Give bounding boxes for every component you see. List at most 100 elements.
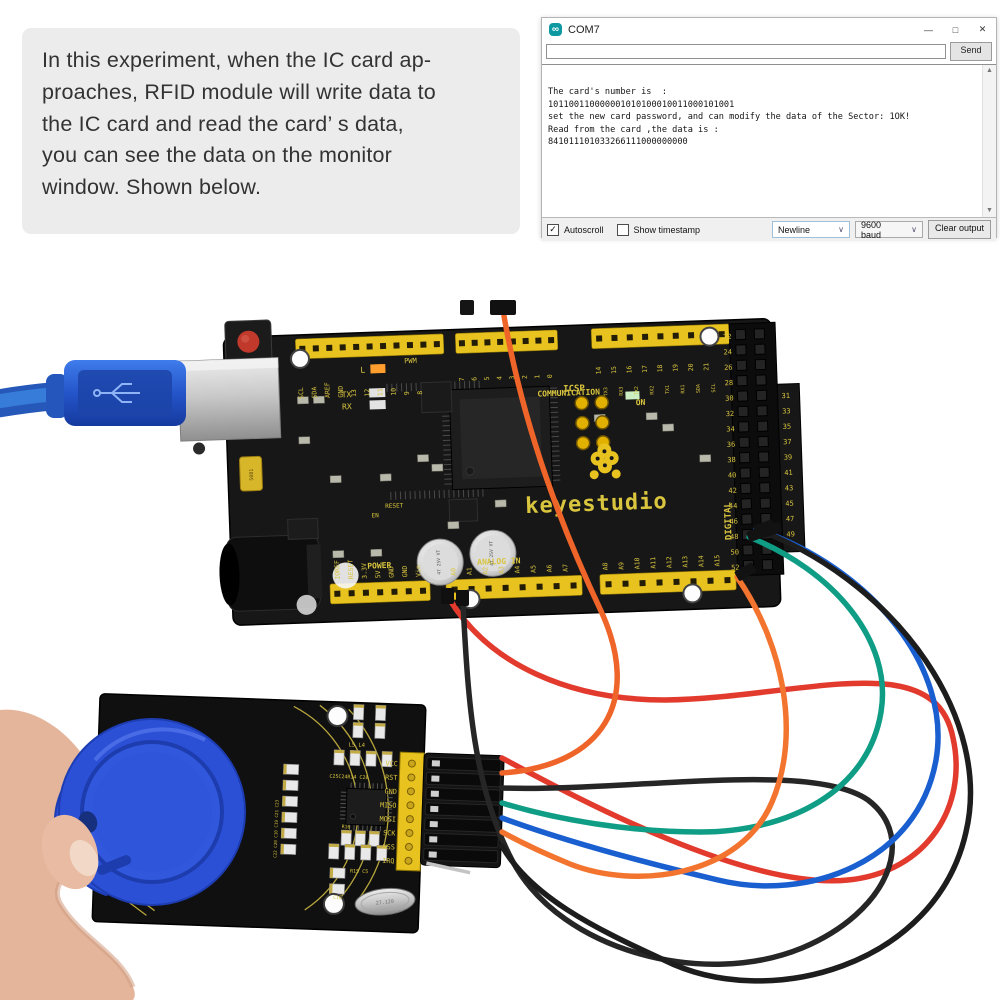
autoscroll-checkbox[interactable]: ✓	[547, 223, 559, 236]
pin-label: TX1	[665, 385, 671, 394]
pin-label: 26	[724, 364, 733, 372]
pin-label: 44	[729, 502, 738, 510]
usb-serial-chip	[420, 381, 453, 414]
mounting-hole	[322, 892, 345, 915]
crimp-glint	[430, 790, 439, 797]
send-button[interactable]: Send	[950, 42, 992, 61]
smd-cap-end	[283, 764, 287, 775]
clear-output-button[interactable]: Clear output	[927, 220, 991, 239]
power-label: POWER	[367, 561, 392, 571]
crimp-glint	[428, 851, 437, 858]
pin-label: 2	[521, 375, 529, 379]
digital-label: DIGITAL	[723, 501, 734, 540]
pin-hole	[471, 339, 478, 346]
pin-label: A7	[561, 564, 569, 572]
pin-label: 43	[785, 484, 794, 492]
pin-label: RX3	[619, 387, 625, 396]
maximize-button[interactable]: □	[952, 24, 959, 35]
pin-label: 13	[350, 389, 358, 397]
pin-label: A8	[601, 562, 609, 570]
pin-hole	[405, 588, 412, 595]
pin-hole	[484, 339, 491, 346]
pin-label: 31	[781, 392, 790, 400]
wire-plug	[734, 562, 757, 581]
smd-component	[370, 548, 383, 557]
crystal-label: 27.120	[376, 899, 395, 907]
serial-output-line: Read from the card ,the data is :	[548, 124, 719, 135]
header-socket	[739, 451, 751, 464]
pin-hole	[522, 337, 529, 345]
pin-hole	[536, 583, 543, 590]
smd-cap-end	[355, 830, 366, 834]
pin-label: A1	[465, 567, 473, 575]
close-button[interactable]: ✕	[978, 24, 987, 34]
serial-output-line: set the new card password, and can modif…	[548, 112, 911, 123]
glare	[332, 562, 359, 589]
scrollbar[interactable]: ▲ ▼	[982, 65, 996, 217]
pin-label: 14	[594, 366, 602, 374]
smd-cap-end	[281, 812, 286, 823]
rfid-pin-pad	[404, 842, 413, 851]
smd-cap-end	[360, 844, 372, 849]
minimize-button[interactable]: —	[924, 24, 933, 35]
serial-output-line: 101100110000001010100010011000101001	[548, 99, 735, 110]
baud-rate-dropdown[interactable]: 9600 baud ∨	[854, 220, 923, 240]
smd-component	[431, 463, 444, 472]
pin-hole	[348, 590, 355, 597]
keyestudio-logo-text: keyestudio	[525, 489, 668, 519]
scroll-up-arrow[interactable]: ▲	[986, 67, 993, 74]
smd-cap-end	[280, 844, 284, 855]
smd-cap-end	[281, 828, 285, 839]
pin-label: A12	[665, 556, 673, 568]
pin-label: A5	[529, 565, 537, 573]
pin-hole	[642, 333, 649, 340]
smd-cap-end	[382, 751, 393, 755]
pin-label: 45	[785, 500, 794, 508]
line-ending-dropdown[interactable]: Newline ∨	[771, 221, 850, 238]
usb-strain-relief	[46, 374, 68, 418]
header-socket	[761, 559, 774, 571]
wire-gnd-black	[460, 601, 895, 967]
header-socket	[742, 544, 754, 556]
smd-component	[332, 550, 345, 559]
smd-component	[298, 436, 311, 445]
pin-label: 20	[687, 363, 695, 371]
pin-hole	[570, 582, 577, 589]
pin-label: 10	[389, 388, 397, 396]
on-led	[625, 391, 640, 400]
pin-hole	[391, 588, 398, 595]
smd-component	[662, 423, 675, 432]
rfid-pin-label: SCK	[383, 829, 396, 837]
pin-hole	[458, 340, 466, 347]
icsp-pin	[575, 435, 591, 451]
arduino-app-icon: ∞	[549, 23, 562, 36]
smd-component	[447, 521, 460, 530]
pin-label: 34	[726, 425, 735, 433]
pwm-label: PWM	[404, 357, 417, 365]
description-box: In this experiment, when the IC card ap-…	[22, 28, 520, 234]
pin-hole	[548, 337, 555, 344]
show-timestamp-checkbox[interactable]	[616, 223, 629, 236]
pin-label: 5V	[374, 570, 382, 578]
pin-label: A3	[497, 566, 505, 574]
connector-slot	[425, 787, 501, 803]
rfid-pin-label: NSS	[383, 843, 396, 851]
fuse	[238, 455, 263, 492]
description-line: proaches, RFID module will write data to	[42, 79, 436, 104]
l-label: L	[360, 366, 365, 375]
smd-cap-end	[353, 722, 364, 726]
reset-button	[224, 319, 273, 364]
scroll-down-arrow[interactable]: ▼	[986, 207, 993, 214]
rx-label: RX	[342, 402, 352, 411]
pin-label: 0	[546, 374, 554, 378]
communication-label: COMMUNICATION	[537, 387, 600, 398]
pin-hole	[639, 579, 646, 587]
smd-component	[494, 499, 507, 508]
serial-input[interactable]	[546, 44, 946, 59]
pin-label: SCL	[711, 383, 717, 392]
pin-label: A2	[481, 567, 489, 575]
pin-hole	[362, 589, 370, 596]
header-socket	[754, 358, 767, 371]
rfid-pin-label: VCC	[385, 760, 398, 768]
